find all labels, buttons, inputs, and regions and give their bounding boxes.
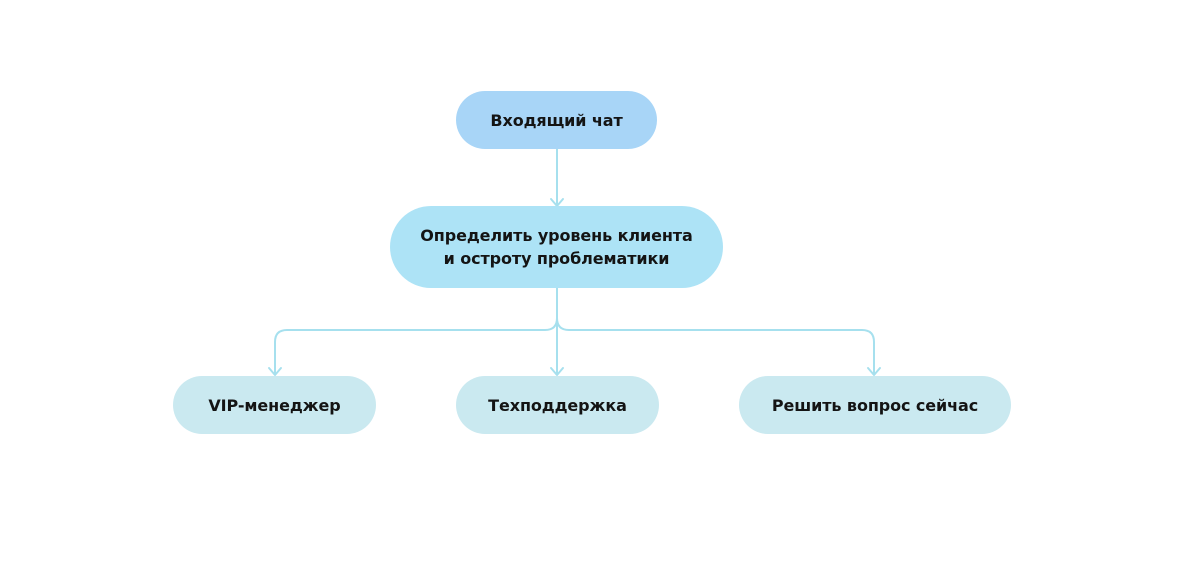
node-determine-level-line2: и остроту проблематики	[443, 249, 670, 268]
arrowhead-vip	[268, 367, 282, 376]
node-solve-now-label: Решить вопрос сейчас	[771, 395, 979, 415]
connector-to-vip	[274, 287, 558, 375]
node-tech-support: Техподдержка	[456, 376, 659, 434]
node-determine-level: Определить уровень клиента и остроту про…	[390, 206, 723, 288]
arrowhead-solve	[867, 367, 881, 376]
node-vip-manager: VIP-менеджер	[173, 376, 376, 434]
node-solve-now: Решить вопрос сейчас	[739, 376, 1011, 434]
node-determine-level-line1: Определить уровень клиента	[420, 226, 693, 245]
arrowhead-support	[550, 367, 564, 376]
node-incoming-chat: Входящий чат	[456, 91, 657, 149]
node-tech-support-label: Техподдержка	[488, 395, 627, 415]
node-incoming-chat-label: Входящий чат	[490, 110, 623, 130]
node-vip-manager-label: VIP-менеджер	[208, 395, 341, 415]
connector-to-solve	[556, 287, 875, 375]
